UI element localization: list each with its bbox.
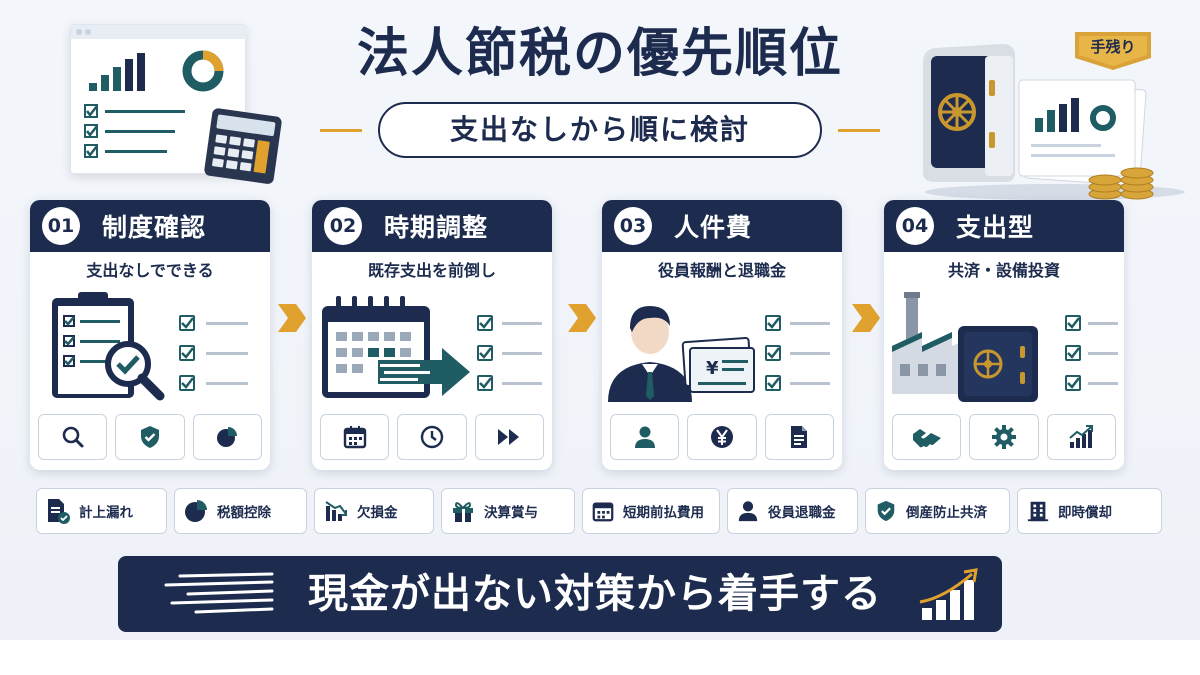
document-icon bbox=[764, 414, 834, 460]
factory-safe-illustration bbox=[884, 292, 1124, 406]
decline-chart-icon bbox=[325, 501, 347, 521]
clipboard-magnifier-illustration bbox=[30, 292, 270, 406]
step-header: 04 支出型 bbox=[884, 200, 1124, 252]
step-title: 制度確認 bbox=[102, 213, 207, 242]
step-card-2: 02 時期調整 既存支出を前倒し bbox=[312, 200, 552, 470]
shield-check-icon bbox=[877, 500, 895, 522]
tag-label: 税額控除 bbox=[217, 505, 271, 521]
arrow-right-icon bbox=[852, 304, 880, 332]
speed-lines-icon bbox=[164, 572, 274, 614]
report-illustration bbox=[70, 24, 247, 174]
search-icon bbox=[38, 414, 108, 460]
clock-icon bbox=[397, 414, 467, 460]
tag-item: 役員退職金 bbox=[727, 488, 858, 534]
step-subtitle: 共済・設備投資 bbox=[947, 261, 1060, 280]
step-title: 支出型 bbox=[956, 213, 1035, 242]
step-header: 01 制度確認 bbox=[30, 200, 270, 252]
calendar-icon bbox=[320, 414, 390, 460]
tag-item: 計上漏れ bbox=[36, 488, 167, 534]
arrow-right-icon bbox=[278, 304, 306, 332]
page-title: 法人節税の優先順位 bbox=[356, 24, 843, 84]
step-icons bbox=[892, 414, 1116, 462]
yen-icon bbox=[687, 414, 757, 460]
calculator-icon bbox=[196, 108, 288, 184]
subtitle-line-left bbox=[320, 129, 362, 132]
tag-item: 即時償却 bbox=[1017, 488, 1162, 534]
step-number: 02 bbox=[324, 207, 362, 245]
call-to-action-banner: 現金が出ない対策から着手する bbox=[118, 556, 1002, 632]
step-card-3: 03 人件費 役員報酬と退職金 ¥ bbox=[602, 200, 842, 470]
tag-label: 役員退職金 bbox=[768, 505, 836, 521]
tag-label: 決算賞与 bbox=[484, 505, 538, 521]
step-title: 人件費 bbox=[674, 213, 753, 242]
step-subtitle: 役員報酬と退職金 bbox=[657, 261, 786, 280]
step-card-4: 04 支出型 共済・設備投資 bbox=[884, 200, 1124, 470]
pie-chart-icon bbox=[192, 414, 262, 460]
safe-illustration: 手残り bbox=[915, 22, 1195, 202]
subtitle-line-right bbox=[838, 129, 880, 132]
subtitle-pill: 支出なしから順に検討 bbox=[378, 102, 822, 158]
tag-item: 倒産防止共済 bbox=[865, 488, 1010, 534]
growth-chart-icon bbox=[1046, 414, 1116, 460]
tag-label: 欠損金 bbox=[357, 505, 398, 521]
badge: 手残り bbox=[1090, 38, 1136, 56]
fast-forward-icon bbox=[474, 414, 544, 460]
gear-icon bbox=[969, 414, 1039, 460]
step-number: 01 bbox=[42, 207, 80, 245]
document-check-icon bbox=[48, 499, 70, 524]
step-card-1: 01 制度確認 支出なしでできる bbox=[30, 200, 270, 470]
executive-payment-illustration: ¥ bbox=[602, 292, 842, 406]
tag-list: 計上漏れ 税額控除 欠損金 決算賞与 短期前払費用 役員退職金 倒産防止共済 即… bbox=[36, 488, 1174, 534]
tag-label: 短期前払費用 bbox=[623, 505, 704, 521]
shield-check-icon bbox=[115, 414, 185, 460]
step-icons bbox=[320, 414, 544, 462]
gift-icon bbox=[453, 502, 473, 522]
tag-label: 即時償却 bbox=[1058, 505, 1112, 521]
tag-item: 決算賞与 bbox=[441, 488, 575, 534]
tag-label: 倒産防止共済 bbox=[906, 505, 987, 521]
tag-item: 税額控除 bbox=[174, 488, 307, 534]
tag-label: 計上漏れ bbox=[79, 505, 133, 521]
step-subtitle: 既存支出を前倒し bbox=[367, 261, 496, 280]
pie-chart-icon bbox=[185, 500, 207, 522]
banner-text: 現金が出ない対策から着手する bbox=[308, 571, 882, 617]
svg-text:¥: ¥ bbox=[706, 358, 719, 379]
building-icon bbox=[1027, 501, 1049, 522]
arrow-right-icon bbox=[568, 304, 596, 332]
step-icons bbox=[610, 414, 834, 462]
tag-item: 短期前払費用 bbox=[582, 488, 720, 534]
rising-bars-icon bbox=[919, 568, 978, 620]
step-number: 04 bbox=[896, 207, 934, 245]
step-subtitle: 支出なしでできる bbox=[86, 261, 214, 280]
calendar-arrow-illustration bbox=[312, 292, 552, 406]
subtitle: 支出なしから順に検討 bbox=[320, 102, 880, 158]
step-title: 時期調整 bbox=[384, 213, 489, 242]
step-number: 03 bbox=[614, 207, 652, 245]
step-header: 02 時期調整 bbox=[312, 200, 552, 252]
handshake-icon bbox=[892, 414, 962, 460]
person-icon bbox=[610, 414, 680, 460]
tag-item: 欠損金 bbox=[314, 488, 434, 534]
step-header: 03 人件費 bbox=[602, 200, 842, 252]
step-icons bbox=[38, 414, 262, 462]
person-icon bbox=[738, 501, 758, 522]
calendar-icon bbox=[592, 502, 614, 522]
